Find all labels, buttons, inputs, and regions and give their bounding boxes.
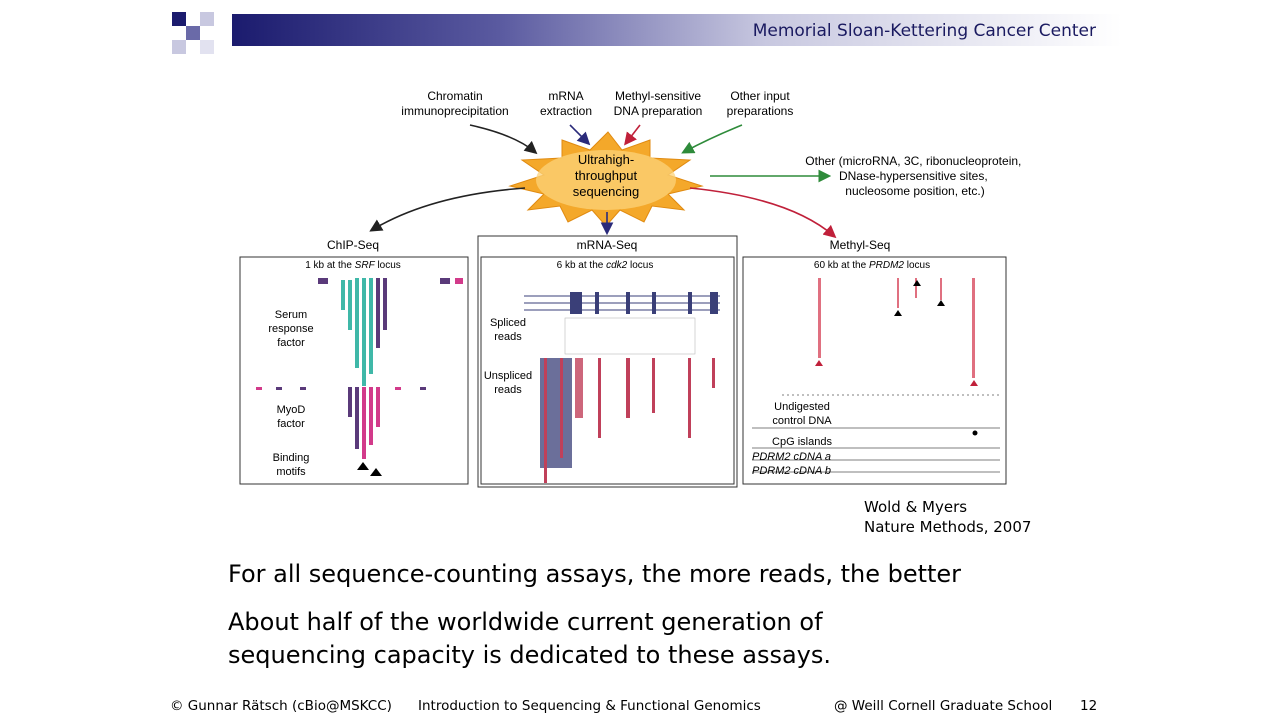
arrow-other-in xyxy=(681,124,743,154)
methyl-tracks xyxy=(752,278,1000,473)
methyl-label-cdna-a: PDRM2 cDNA a xyxy=(752,451,831,463)
motif-triangle-icon xyxy=(357,462,369,470)
arrow-to-methyl xyxy=(689,187,837,239)
footer-author: © Gunnar Rätsch (cBio@MSKCC) xyxy=(170,698,392,714)
arrow-chip-in xyxy=(469,124,538,155)
header-institution: Memorial Sloan-Kettering Cancer Center xyxy=(752,21,1096,41)
chip-reads-srf xyxy=(318,278,463,386)
methyl-locus: 60 kb at the PRDM2 locus xyxy=(814,260,930,271)
methyl-title: Methyl-Seq xyxy=(830,238,891,252)
institution-logo-icon xyxy=(172,12,214,54)
footer-title: Introduction to Sequencing & Functional … xyxy=(418,698,761,714)
methyl-label-cpg: CpG islands xyxy=(772,436,832,448)
citation-journal: Nature Methods, 2007 xyxy=(864,518,1032,536)
arrow-to-chip xyxy=(369,187,526,232)
chip-title: ChIP-Seq xyxy=(327,238,379,252)
mrna-gene-models xyxy=(524,292,720,355)
citation-authors: Wold & Myers xyxy=(864,498,968,516)
bullet-1: For all sequence-counting assays, the mo… xyxy=(228,560,962,588)
arrow-mrna-in xyxy=(569,124,591,146)
citation: Wold & Myers Nature Methods, 2007 xyxy=(864,497,1031,537)
other-output-label: Other (microRNA, 3C, ribonucleoprotein, … xyxy=(805,154,1024,198)
header-bar xyxy=(232,14,1122,46)
mrna-reads-coverage xyxy=(540,358,715,483)
methyl-label-cdna-b: PDRM2 cDNA b xyxy=(752,465,831,477)
methyl-panel xyxy=(742,256,1007,485)
motif-triangle-icon xyxy=(370,468,382,476)
footer-venue: @ Weill Cornell Graduate School xyxy=(834,698,1053,714)
chip-panel xyxy=(239,256,469,485)
footer-page-number: 12 xyxy=(1080,698,1098,714)
mrna-title: mRNA-Seq xyxy=(577,238,638,252)
arrow-methyl-in xyxy=(624,124,641,146)
bullet-2: About half of the worldwide current gene… xyxy=(228,608,831,669)
mrna-locus: 6 kb at the cdk2 locus xyxy=(557,260,654,271)
chip-reads-myod xyxy=(256,387,426,459)
mrna-panel-outer xyxy=(477,235,738,488)
chip-locus: 1 kb at the SRF locus xyxy=(305,260,401,271)
